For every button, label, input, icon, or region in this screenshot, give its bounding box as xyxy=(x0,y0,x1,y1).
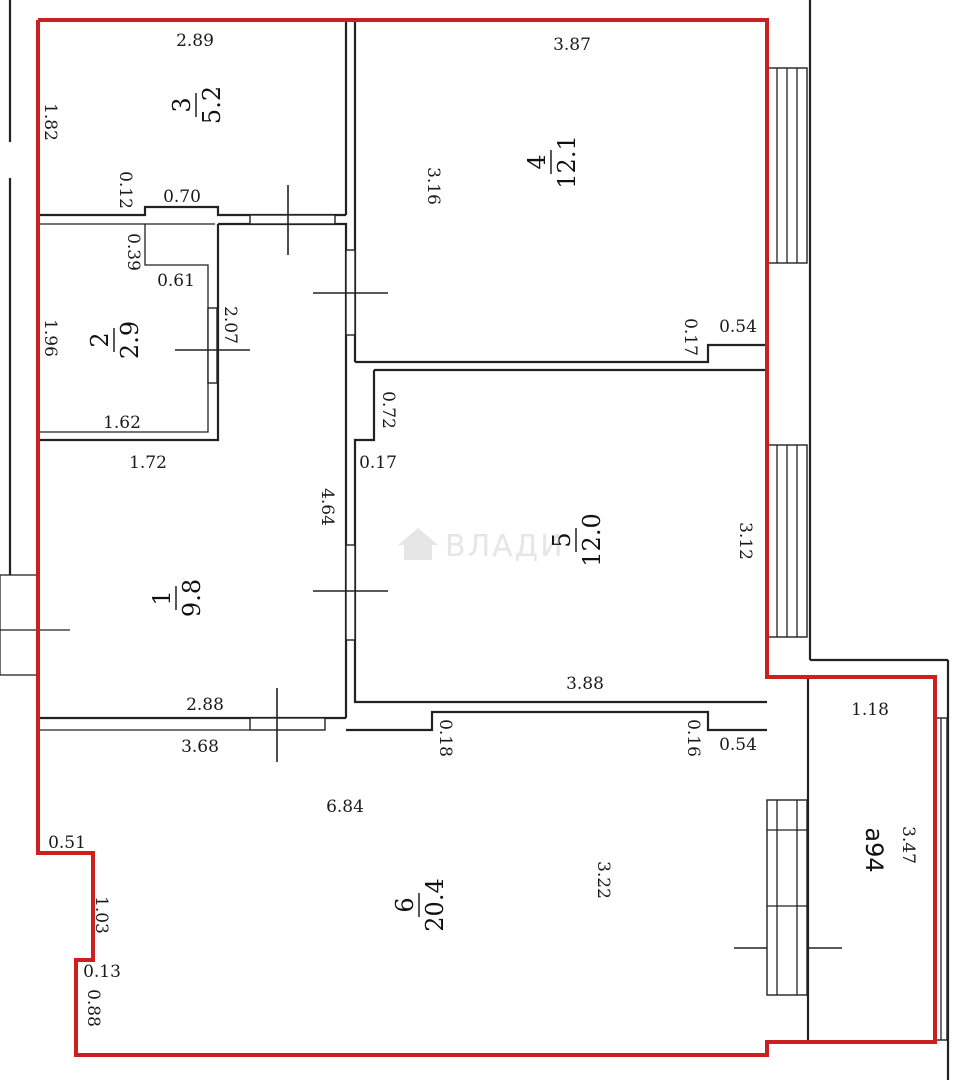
dimension-label: 0.54 xyxy=(719,317,757,337)
dimension-label: 0.39 xyxy=(123,233,143,271)
room-number: 4 xyxy=(523,154,551,169)
dimension-label: 6.84 xyxy=(326,797,364,817)
dimension-label: 0.51 xyxy=(48,833,86,853)
dimension-label: 0.54 xyxy=(719,735,757,755)
dimension-label: 0.17 xyxy=(359,453,397,473)
dimension-label: 0.88 xyxy=(83,989,103,1027)
door-markers xyxy=(175,185,842,949)
dimension-label: 4.64 xyxy=(317,488,337,526)
room-label-4: 4 12.1 xyxy=(523,135,581,188)
dimension-label: 2.89 xyxy=(176,31,214,51)
interior-walls xyxy=(38,22,810,1042)
dimension-label: 1.62 xyxy=(103,413,141,433)
watermark: ВЛАДИ xyxy=(398,528,565,564)
room-number: 2 xyxy=(86,332,114,347)
room-number: 1 xyxy=(148,590,176,605)
room-label-6: 6 20.4 xyxy=(391,878,449,931)
dimension-label: 0.17 xyxy=(680,318,700,356)
dimension-label: 2.88 xyxy=(186,695,224,715)
dimension-label: 2.07 xyxy=(220,306,240,344)
room-area: 20.4 xyxy=(421,878,449,931)
dimension-label: 3.12 xyxy=(735,522,755,560)
watermark-text: ВЛАДИ xyxy=(445,529,565,564)
room-label-2: 2 2.9 xyxy=(86,321,144,359)
apartment-outline xyxy=(36,18,937,1057)
room-area: 12.1 xyxy=(553,135,581,188)
dimension-label: 0.16 xyxy=(683,719,703,757)
dimension-label: 3.22 xyxy=(593,861,613,899)
dimension-label: 1.96 xyxy=(40,319,60,357)
room-number: 6 xyxy=(391,897,419,912)
room-label-5: 5 12.0 xyxy=(548,513,606,566)
room-label-1: 1 9.8 xyxy=(148,579,206,617)
neighbor-walls xyxy=(0,0,950,1080)
room-number: 3 xyxy=(168,97,196,112)
dimension-label: 0.18 xyxy=(435,719,455,757)
room-label-3: 3 5.2 xyxy=(168,86,226,124)
room-area: 12.0 xyxy=(578,513,606,566)
dimension-label: 0.13 xyxy=(83,962,121,982)
room-labels: 1 9.8 2 2.9 3 5.2 4 12.1 5 12.0 6 20.4 xyxy=(86,86,888,932)
room-area: 2.9 xyxy=(116,321,144,359)
dimension-label: 3.68 xyxy=(181,737,219,757)
dimension-label: 3.88 xyxy=(566,674,604,694)
windows xyxy=(766,67,948,1041)
room-number: 5 xyxy=(548,532,576,547)
dimension-labels: 2.89 3.87 1.82 0.12 0.70 0.39 0.61 1.96 … xyxy=(40,31,918,1027)
dimension-label: 0.70 xyxy=(163,187,201,207)
dimension-label: 1.72 xyxy=(129,453,167,473)
dimension-label: 0.61 xyxy=(157,271,195,291)
dimension-label: 3.16 xyxy=(423,167,443,205)
room-area: 5.2 xyxy=(198,86,226,124)
balcony-label: а94 xyxy=(860,827,888,872)
room-area: 9.8 xyxy=(178,579,206,617)
dimension-label: 1.18 xyxy=(851,700,889,720)
dimension-label: 1.82 xyxy=(40,103,60,141)
dimension-label: 3.47 xyxy=(898,826,918,864)
dimension-label: 0.72 xyxy=(378,391,398,429)
dimension-label: 3.87 xyxy=(553,35,591,55)
dimension-label: 1.03 xyxy=(91,896,111,934)
dimension-label: 0.12 xyxy=(115,171,135,209)
